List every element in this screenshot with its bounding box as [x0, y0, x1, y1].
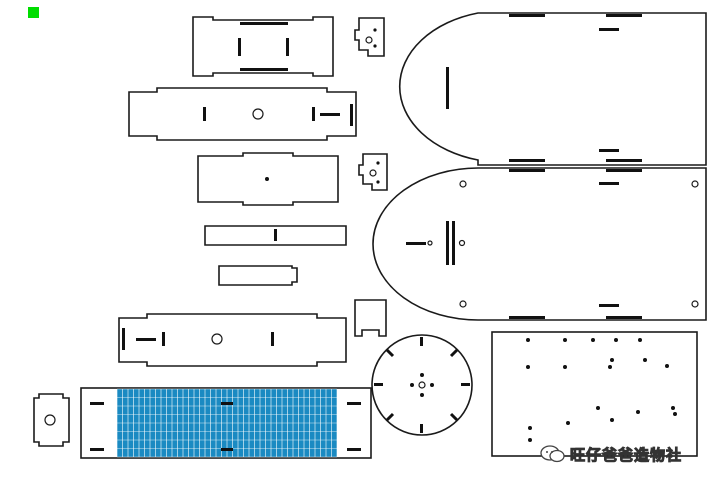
- wechat-icon: [540, 445, 565, 463]
- board-hole: [591, 338, 595, 342]
- board-hole: [566, 421, 570, 425]
- board-hole: [643, 358, 647, 362]
- board-hole: [673, 412, 677, 416]
- board-hole: [665, 364, 669, 368]
- watermark-text: 旺仔爸爸造物社: [569, 445, 683, 464]
- camera-mount: [33, 393, 70, 447]
- body-side-bottom: [372, 167, 707, 321]
- board-hole: [636, 410, 640, 414]
- solar-cell-grid: [116, 388, 338, 458]
- mid-panel: [197, 152, 339, 206]
- perfboard: [491, 331, 698, 457]
- bracket-mid: [358, 153, 388, 191]
- board-holes: [526, 338, 677, 454]
- top-panel: [192, 16, 334, 77]
- board-hole: [528, 438, 532, 442]
- long-panel-a: [128, 87, 357, 141]
- small-strip: [218, 265, 298, 286]
- round-plate: [371, 334, 473, 436]
- board-hole: [526, 365, 530, 369]
- solar-base: [80, 387, 372, 459]
- board-hole: [658, 450, 662, 454]
- board-hole: [610, 358, 614, 362]
- board-hole: [526, 338, 530, 342]
- board-hole: [610, 418, 614, 422]
- board-hole: [563, 365, 567, 369]
- board-hole: [596, 406, 600, 410]
- board-hole: [671, 406, 675, 410]
- body-side-top: [398, 12, 707, 166]
- board-hole: [638, 338, 642, 342]
- board-hole: [563, 338, 567, 342]
- board-hole: [608, 365, 612, 369]
- watermark: 旺仔爸爸造物社: [540, 443, 682, 465]
- green-marker: [28, 7, 39, 18]
- board-hole: [614, 338, 618, 342]
- long-panel-b: [118, 313, 347, 367]
- small-clip: [354, 299, 387, 337]
- thin-strip: [204, 225, 347, 246]
- bracket-top: [354, 17, 385, 57]
- board-hole: [528, 426, 532, 430]
